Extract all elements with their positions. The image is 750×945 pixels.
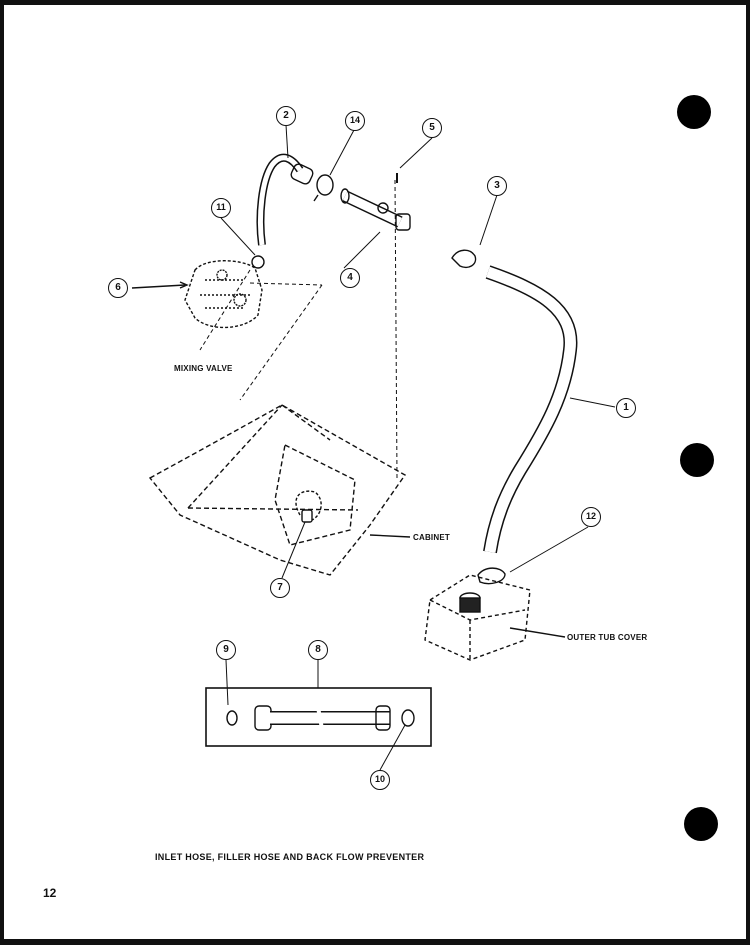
callout-8: 8 — [308, 640, 328, 660]
callout-2: 2 — [276, 106, 296, 126]
callout-10: 10 — [370, 770, 390, 790]
clamp-part-14 — [316, 174, 334, 196]
binder-hole-middle — [680, 443, 714, 477]
fill-hose-part-8 — [226, 705, 415, 731]
callout-12: 12 — [581, 507, 601, 527]
fitting-part-7 — [301, 509, 313, 523]
label-outer-tub-cover: OUTER TUB COVER — [567, 633, 648, 642]
label-mixing-valve: MIXING VALVE — [174, 364, 233, 373]
page-number: 12 — [43, 886, 57, 900]
label-cabinet: CABINET — [413, 533, 450, 542]
inset-box — [205, 687, 432, 747]
arrow-part-6 — [131, 284, 186, 289]
callout-1: 1 — [616, 398, 636, 418]
binder-hole-top — [677, 95, 711, 129]
clamp-part-11 — [251, 255, 265, 269]
callout-4: 4 — [340, 268, 360, 288]
back-flow-preventer-part-4 — [340, 188, 411, 231]
clamp-part-3 — [451, 249, 477, 269]
clamp-part-12 — [477, 567, 506, 585]
diagram-caption: INLET HOSE, FILLER HOSE AND BACK FLOW PR… — [155, 852, 425, 862]
scan-edge-right — [746, 0, 750, 945]
callout-11: 11 — [211, 198, 231, 218]
callout-3: 3 — [487, 176, 507, 196]
scan-edge-left — [0, 0, 4, 945]
callout-7: 7 — [270, 578, 290, 598]
binder-hole-bottom — [684, 807, 718, 841]
outer-tub-cover-shape — [424, 574, 531, 661]
hose-end-cuff — [290, 163, 314, 185]
callout-14: 14 — [345, 111, 365, 131]
mixing-valve-shape — [184, 260, 263, 329]
callout-5: 5 — [422, 118, 442, 138]
cabinet-shape — [148, 404, 407, 576]
callout-9: 9 — [216, 640, 236, 660]
callout-6: 6 — [108, 278, 128, 298]
